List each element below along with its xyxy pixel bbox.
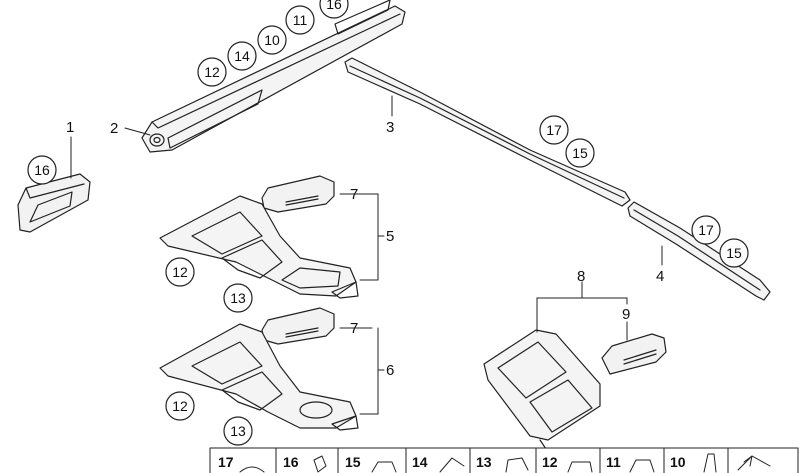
circle-label-16: 16	[34, 162, 50, 178]
legend-item-15: 15	[345, 454, 361, 470]
circle-label-12-dash: 12	[204, 64, 220, 80]
legend-item-14: 14	[412, 454, 428, 470]
circle-label-17-a: 17	[546, 122, 562, 138]
legend-item-13: 13	[476, 454, 492, 470]
callout-4: 4	[656, 268, 664, 285]
console-trim-part-6	[159, 323, 359, 431]
legend-item-12: 12	[542, 454, 558, 470]
callout-1: 1	[66, 119, 74, 136]
circle-label-13-upper: 13	[230, 290, 246, 306]
callout-7-upper: 7	[350, 186, 358, 203]
trim-strip-part-3	[344, 57, 631, 207]
trim-part-1	[17, 173, 91, 233]
circle-label-11: 11	[293, 12, 308, 28]
callout-3: 3	[386, 119, 394, 136]
circle-label-15-b: 15	[726, 245, 742, 261]
legend-item-10: 10	[670, 454, 686, 470]
callout-8: 8	[577, 268, 585, 285]
circle-label-16-top: 16	[326, 0, 342, 12]
dashboard-trim-part-2	[141, 0, 406, 153]
legend-item-17: 17	[218, 454, 234, 470]
circle-label-13-lower: 13	[230, 423, 246, 439]
reference-circles	[27, 0, 749, 446]
callout-6: 6	[386, 362, 394, 379]
cover-part-7-lower	[261, 307, 335, 345]
circle-label-12-upper: 12	[172, 264, 188, 280]
legend-item-16: 16	[283, 454, 299, 470]
callout-labels: 1 2 3 4 5 6 7 7 8 9	[66, 119, 664, 379]
circle-label-15-a: 15	[572, 145, 588, 161]
console-trim-part-5	[159, 195, 359, 299]
leader-lines	[70, 95, 663, 415]
cover-part-9	[601, 333, 667, 375]
callout-9: 9	[622, 306, 630, 323]
callout-7-lower: 7	[350, 320, 358, 337]
legend-labels: 17 16 15 14 13 12 11 10	[218, 454, 686, 470]
trim-strip-part-4	[627, 201, 771, 301]
circle-label-17-b: 17	[698, 222, 714, 238]
cupholder-trim-part-8	[483, 329, 601, 453]
cover-part-7-upper	[261, 175, 335, 213]
circle-labels: 16 16 11 10 14 12 17 15 17 15 12 13 12 1…	[34, 0, 742, 439]
circle-label-14: 14	[234, 48, 250, 64]
callout-5: 5	[386, 228, 394, 245]
circle-label-10: 10	[264, 32, 280, 48]
legend-item-11: 11	[606, 454, 621, 470]
callout-2: 2	[110, 120, 118, 137]
circle-label-12-lower: 12	[172, 398, 188, 414]
legend-strip	[209, 447, 799, 473]
